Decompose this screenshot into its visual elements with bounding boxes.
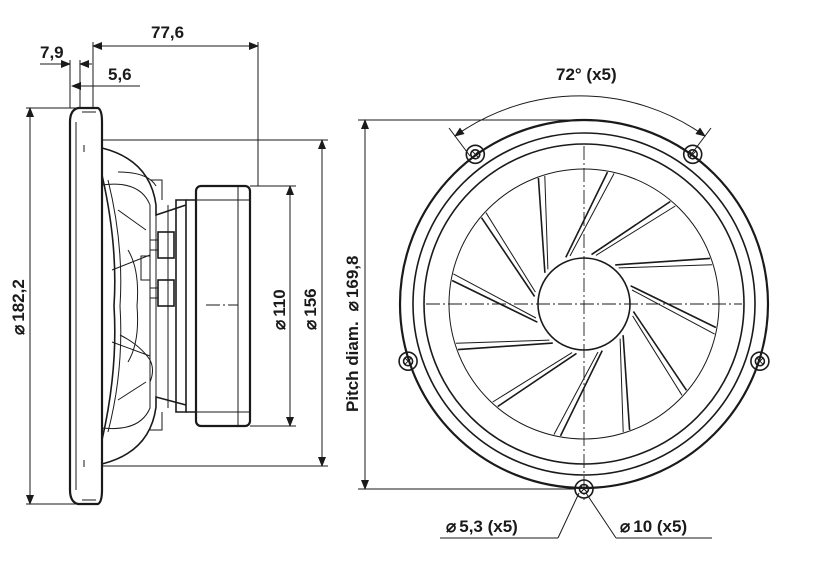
angle-arc xyxy=(454,95,706,137)
hole-leader-left xyxy=(557,492,580,539)
basket-spoke-edge xyxy=(619,338,624,433)
basket-spoke-edge xyxy=(553,351,599,435)
dim-rear-diameter: ⌀ 156 xyxy=(301,288,320,330)
basket-spoke xyxy=(615,257,711,266)
diameter-symbol: ⌀ xyxy=(446,517,457,536)
side-flange xyxy=(68,106,104,506)
basket-spoke xyxy=(632,311,688,391)
basket-spoke xyxy=(497,352,577,408)
outer-hole-diameter-value: 10 (x5) xyxy=(633,517,687,536)
basket-spoke-edge xyxy=(618,264,713,269)
dim-outer-diameter: ⌀ 182,2 xyxy=(9,279,28,335)
hole-leader-right xyxy=(585,492,617,539)
dim-outer-hole-diameter: ⌀10 (x5) xyxy=(620,517,687,536)
mounting-hole xyxy=(682,144,703,165)
dim-flange-thickness: 7,9 xyxy=(40,43,64,62)
basket-spoke-edge xyxy=(631,289,715,335)
basket-spoke-edge xyxy=(544,175,549,270)
magnet-diameter-value: 110 xyxy=(270,289,289,316)
basket-spoke xyxy=(630,285,717,329)
front-mounting-holes xyxy=(398,144,770,499)
svg-text:⌀156: ⌀ 156 xyxy=(301,288,320,330)
mounting-hole xyxy=(398,351,418,372)
side-terminals xyxy=(140,231,175,307)
angle-extension-left xyxy=(448,127,471,157)
pitch-label: Pitch diam. xyxy=(343,321,362,412)
basket-spoke xyxy=(480,217,536,297)
basket-spoke-edge xyxy=(453,273,537,319)
basket-spoke-edge xyxy=(492,352,573,403)
hole-diameter-value: 5,3 (x5) xyxy=(459,517,518,536)
basket-spoke-edge xyxy=(485,212,536,293)
basket-spoke-edge xyxy=(569,173,615,257)
pitch-value: 169,8 xyxy=(343,256,362,299)
basket-spoke-edge xyxy=(455,339,550,344)
mounting-hole xyxy=(465,144,486,165)
mounting-hole xyxy=(750,351,770,372)
diameter-symbol: ⌀ xyxy=(620,517,631,536)
svg-text:⌀110: ⌀ 110 xyxy=(270,289,289,330)
side-view: 77,6 7,9 5,6 ⌀ 182,2 ⌀ 110 ⌀ 156 xyxy=(9,23,328,506)
svg-text:⌀182,2: ⌀ 182,2 xyxy=(9,279,28,335)
basket-spoke xyxy=(537,177,546,273)
basket-spoke xyxy=(622,335,631,431)
diameter-symbol: ⌀ xyxy=(343,300,362,311)
front-view: Pitch diam.⌀169,8 72° (x5) ⌀5,3 (x5) ⌀10… xyxy=(343,65,770,539)
basket-spoke xyxy=(559,350,603,437)
basket-spoke xyxy=(451,279,538,323)
side-extension-lines xyxy=(26,42,328,505)
dim-magnet-diameter: ⌀ 110 xyxy=(270,289,289,330)
side-magnet xyxy=(186,184,252,428)
dim-bolt-angle: 72° (x5) xyxy=(556,65,617,84)
dim-mounting-depth: 5,6 xyxy=(108,65,132,84)
front-basket-spokes xyxy=(451,171,717,437)
basket-spoke-edge xyxy=(595,205,676,256)
outer-diameter-value: 182,2 xyxy=(9,279,28,322)
angle-extension-right xyxy=(689,127,712,157)
basket-spoke xyxy=(565,171,609,258)
dim-hole-diameter: ⌀5,3 (x5) xyxy=(446,517,518,536)
basket-spoke xyxy=(591,200,671,256)
basket-spoke xyxy=(457,342,553,351)
diameter-symbol: ⌀ xyxy=(9,324,28,335)
svg-text:Pitch diam.⌀169,8: Pitch diam. ⌀169,8 xyxy=(343,256,362,412)
rear-diameter-value: 156 xyxy=(301,288,320,316)
diameter-symbol: ⌀ xyxy=(301,319,320,330)
side-dimension-lines xyxy=(26,42,326,505)
dim-overall-depth: 77,6 xyxy=(151,23,184,42)
diameter-symbol: ⌀ xyxy=(270,319,289,330)
basket-spoke-edge xyxy=(632,315,683,396)
dim-pitch-diameter: Pitch diam. ⌀169,8 xyxy=(343,256,362,412)
